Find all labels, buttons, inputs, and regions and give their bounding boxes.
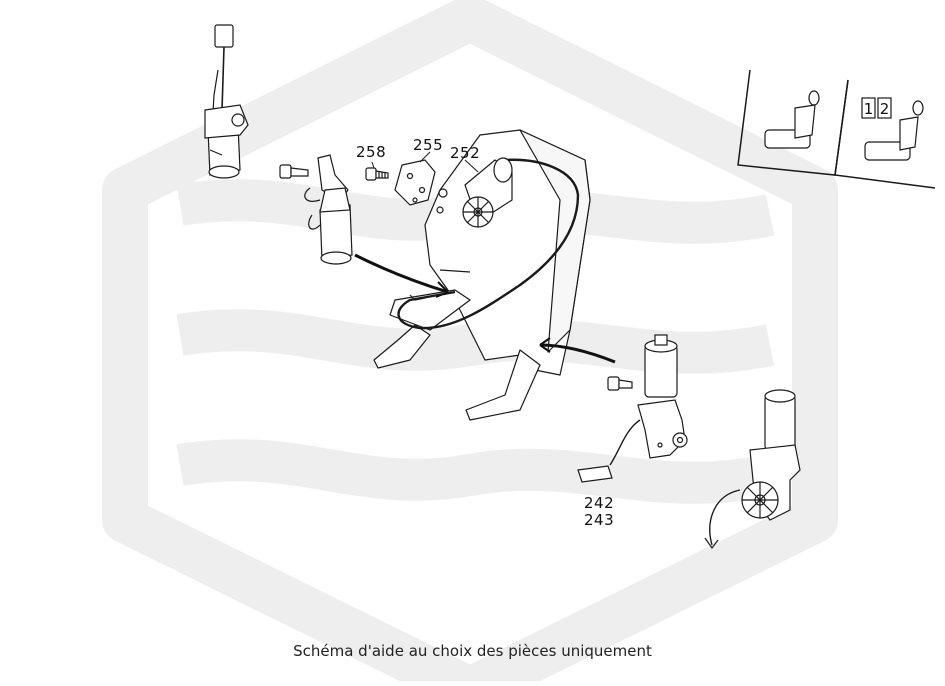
cable-left (304, 187, 321, 230)
memory-key-2 (877, 97, 892, 119)
assembly-arrows (354, 253, 616, 364)
motor-252-bolt (438, 188, 448, 198)
screw-left-head (279, 164, 292, 179)
switch-panel-right-frame (834, 79, 936, 189)
bracket-242 (637, 399, 686, 459)
seat-side-panel (519, 129, 591, 353)
screw-242-head (607, 376, 620, 391)
seat-frame (373, 129, 591, 421)
cable-top-left (221, 46, 225, 111)
cable-242 (609, 419, 641, 466)
part-label-242: 242 (584, 494, 615, 512)
seat-rail-right (465, 349, 541, 421)
memory-key-1-label: 1 (864, 100, 874, 118)
memory-key-2-label: 2 (880, 100, 890, 118)
seat-connector (409, 294, 426, 301)
cable-bottom-right (709, 489, 741, 546)
seat-switch-right (864, 100, 924, 161)
arrow-right-to-seat-head (539, 337, 551, 353)
part-252-motor (438, 157, 513, 228)
seat-cable-loop (397, 158, 580, 330)
arrow-left-to-seat-head (435, 281, 449, 298)
motor-top-left (204, 24, 249, 179)
screw-258-head (365, 167, 377, 181)
diagram-caption: Schéma d'aide au choix des pièces unique… (293, 642, 652, 660)
seat-detail-line (439, 269, 471, 273)
seat-rail-left (373, 324, 431, 369)
part-255-bracket (394, 159, 444, 214)
watermark-hexagon (102, 0, 838, 686)
part-label-252: 252 (450, 144, 481, 162)
motor-left-housing (319, 187, 351, 213)
plug-connector (214, 24, 234, 48)
motor-left-bracket (279, 154, 353, 265)
motor-252-end-cap (493, 157, 513, 183)
motor-bottom-right-body (764, 394, 796, 451)
motor-bottom-right (704, 389, 801, 550)
arrow-left-to-seat (354, 253, 449, 294)
motor-242-body (644, 344, 678, 398)
part-258-screw (365, 167, 389, 181)
part-242-243-motor (577, 334, 688, 483)
motor-top-left-gearbox (204, 104, 249, 139)
part-label-243: 243 (584, 511, 615, 529)
seat-switch-left (764, 90, 820, 149)
memory-key-1 (861, 97, 876, 119)
part-label-258: 258 (356, 143, 387, 161)
bracket-255-plate (394, 159, 436, 206)
switch-panel: 1 2 (737, 69, 936, 189)
gear-wheel-spokes (463, 197, 493, 227)
arrow-right-to-seat (539, 343, 616, 364)
watermark-wave-bottom (176, 439, 775, 504)
connector-242 (577, 465, 613, 483)
leader-lines (371, 151, 479, 173)
part-label-255: 255 (413, 136, 444, 154)
